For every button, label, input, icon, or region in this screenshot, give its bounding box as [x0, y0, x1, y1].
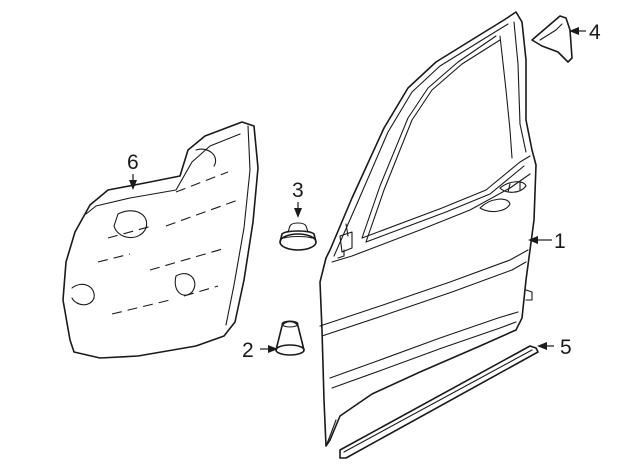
- callout-1: 1: [554, 230, 566, 253]
- callout-4: 4: [589, 21, 601, 44]
- leader-lines: [129, 27, 586, 353]
- molding-strip-part-5: [339, 345, 539, 459]
- callout-5: 5: [560, 336, 572, 359]
- callout-6: 6: [127, 151, 139, 174]
- arrow-head-1: [528, 236, 538, 244]
- arrow-head-2: [268, 345, 278, 353]
- arrow-head-4: [569, 27, 579, 35]
- bumper-part-3: [279, 222, 317, 251]
- callout-2: 2: [242, 339, 254, 362]
- door-shell-part-1: [319, 11, 537, 447]
- arrow-head-3: [294, 208, 302, 218]
- water-shield-part-6: [62, 121, 259, 359]
- arrow-head-5: [537, 342, 547, 350]
- arrow-head-6: [129, 180, 137, 190]
- corner-cover-part-4: [531, 15, 573, 63]
- bumper-part-2: [275, 320, 305, 356]
- callout-3: 3: [292, 179, 304, 202]
